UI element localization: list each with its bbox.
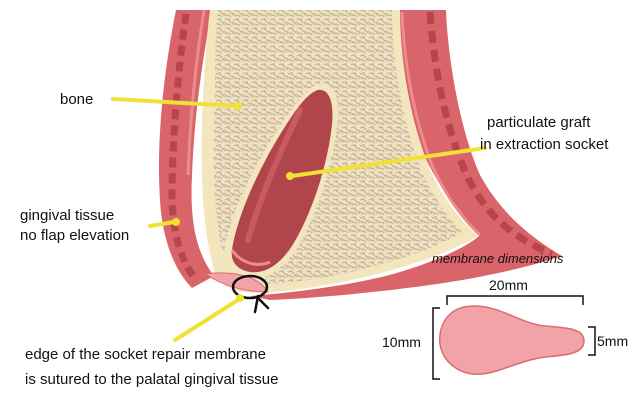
membrane-width-label: 20mm [489,277,528,293]
leader-membrane [175,300,238,340]
membrane-dimensions-title: membrane dimensions [432,251,564,266]
label-membrane-line2: is sutured to the palatal gingival tissu… [25,371,278,388]
label-graft-line1: particulate graft [487,114,591,131]
width-bracket [447,296,583,305]
right-height-bracket [588,327,595,355]
label-membrane-line1: edge of the socket repair membrane [25,346,266,363]
left-height-bracket [433,308,440,379]
label-bone: bone [60,91,93,108]
membrane-height-left-label: 10mm [382,334,421,350]
membrane-height-right-label: 5mm [597,333,628,349]
label-gingival-line1: gingival tissue [20,207,114,224]
label-gingival-line2: no flap elevation [20,227,129,244]
label-graft-line2: in extraction socket [480,136,609,153]
membrane-shape [440,306,584,374]
